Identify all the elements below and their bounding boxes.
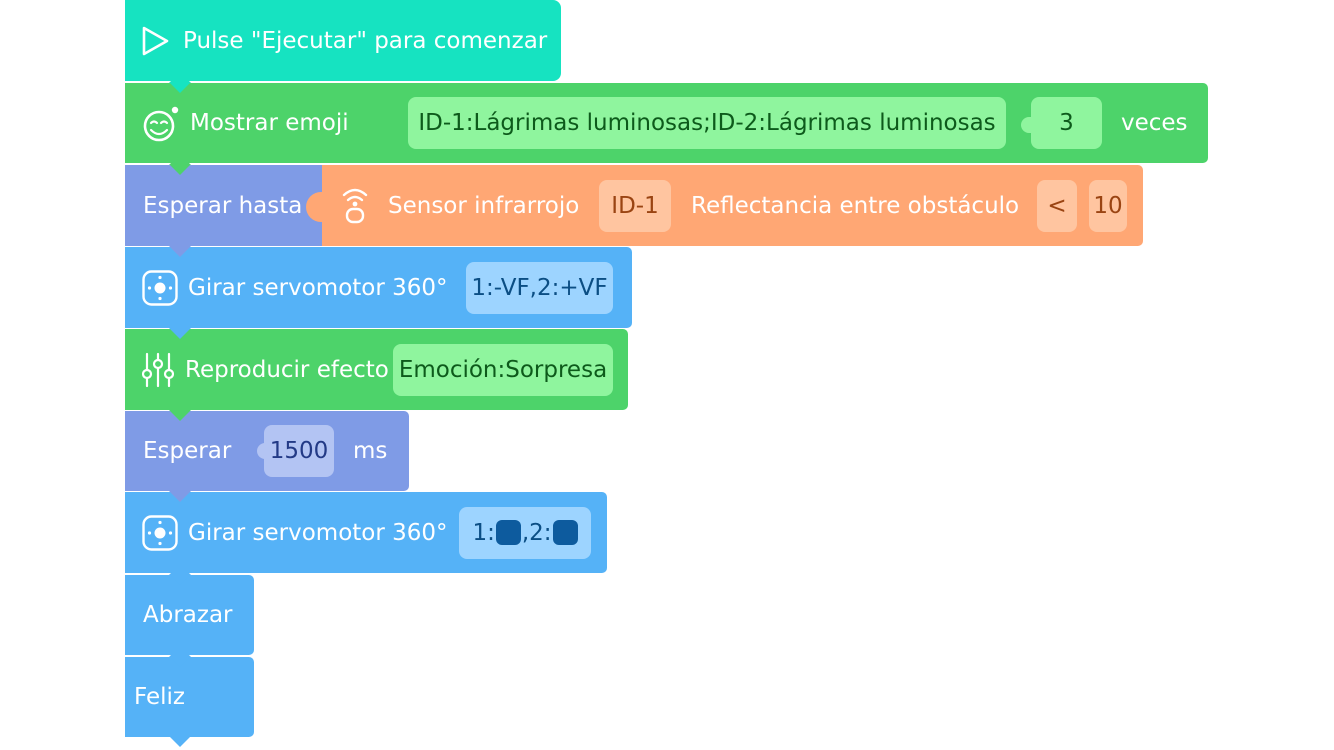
servo-1-speed-swatch (495, 520, 521, 545)
happy-block[interactable]: Feliz (125, 656, 254, 747)
sensor-id-selector[interactable]: ID-1 (599, 179, 671, 232)
block-notch (169, 656, 191, 667)
block-notch (169, 491, 191, 502)
servo-rotate-block[interactable]: Girar servomotor 360° 1: ,2: (125, 491, 607, 583)
servo-2-speed-swatch (552, 520, 578, 545)
infrared-sensor-icon (339, 185, 371, 225)
block-tab (169, 736, 191, 747)
emoji-face-icon (141, 105, 181, 143)
emoji-selector[interactable]: ID-1:Lágrimas luminosas;ID-2:Lágrimas lu… (408, 97, 1006, 149)
block-notch (169, 574, 191, 585)
times-suffix-label: veces (1121, 110, 1188, 136)
effect-selector[interactable]: Emoción:Sorpresa (393, 343, 613, 396)
start-block-label: Pulse "Ejecutar" para comenzar (183, 27, 548, 54)
servo-1-prefix: 1: (472, 519, 495, 546)
show-emoji-block[interactable]: Mostrar emoji ID-1:Lágrimas luminosas;ID… (125, 82, 1208, 173)
servo-speed-selector[interactable]: 1: ,2: (459, 506, 591, 559)
threshold-input[interactable]: 10 (1089, 179, 1127, 232)
servo-rotate-label: Girar servomotor 360° (188, 519, 448, 546)
play-icon (141, 25, 171, 57)
equalizer-icon (142, 352, 174, 388)
servo-2-prefix: ,2: (521, 519, 552, 546)
wait-until-label: Esperar hasta (143, 192, 303, 219)
wait-label: Esperar (143, 438, 232, 464)
wait-unit-label: ms (353, 438, 388, 464)
show-emoji-label: Mostrar emoji (190, 110, 349, 136)
happy-label: Feliz (134, 684, 185, 710)
play-effect-block[interactable]: Reproducir efecto Emoción:Sorpresa (125, 328, 628, 420)
infrared-sensor-block[interactable]: Sensor infrarrojo ID-1 Reflectancia entr… (322, 165, 1143, 246)
wait-until-block[interactable]: Esperar hasta (125, 164, 323, 256)
servo-icon (142, 515, 178, 551)
wait-block[interactable]: Esperar 1500 ms (125, 410, 409, 501)
servo-rotate-label: Girar servomotor 360° (188, 274, 448, 301)
hug-block[interactable]: Abrazar (125, 574, 254, 665)
sensor-property-label: Reflectancia entre obstáculo (691, 192, 1020, 219)
block-notch (169, 328, 191, 339)
hug-label: Abrazar (143, 602, 233, 628)
start-block[interactable]: Pulse "Ejecutar" para comenzar (125, 0, 561, 91)
infrared-sensor-label: Sensor infrarrojo (388, 192, 580, 219)
servo-speed-selector[interactable]: 1:-VF,2:+VF (466, 261, 613, 314)
wait-duration-input[interactable]: 1500 (264, 425, 334, 477)
sensor-socket (306, 192, 326, 222)
block-notch (169, 164, 191, 175)
block-notch (169, 82, 191, 93)
operator-selector[interactable]: < (1037, 179, 1077, 232)
block-notch (169, 246, 191, 257)
play-effect-label: Reproducir efecto (185, 356, 389, 383)
servo-icon (142, 270, 178, 306)
times-input[interactable]: 3 (1031, 97, 1102, 149)
block-notch (169, 410, 191, 421)
servo-rotate-block[interactable]: Girar servomotor 360° 1:-VF,2:+VF (125, 246, 632, 338)
